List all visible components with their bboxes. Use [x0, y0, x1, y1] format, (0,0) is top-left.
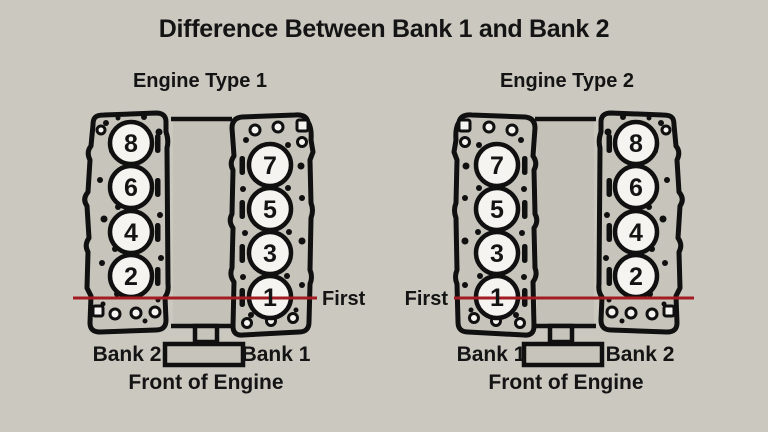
- engine1-label: Engine Type 1: [132, 70, 268, 92]
- cylinder-number: 1: [490, 284, 504, 312]
- front-of-engine-label: Front of Engine: [488, 371, 643, 394]
- cylinder-number: 3: [490, 240, 504, 268]
- cylinder-number: 7: [490, 152, 504, 180]
- bank-right-label: Bank 2: [606, 343, 675, 366]
- engine1-diagram: 8 6 4 2 7 5 3 1 First Bank 2 Bank 1 Fron…: [73, 88, 366, 394]
- cylinder-number: 7: [263, 152, 277, 180]
- cylinder-number: 6: [124, 174, 138, 202]
- bank-left-label: Bank 2: [93, 343, 162, 366]
- cylinder-number: 5: [263, 196, 277, 224]
- cylinder-number: 4: [124, 219, 138, 247]
- engine2-label: Engine Type 2: [499, 70, 635, 92]
- cylinder-number: 8: [124, 130, 138, 158]
- bank-right-label: Bank 1: [242, 343, 311, 366]
- cylinder-number: 3: [263, 240, 277, 268]
- cylinder-number: 2: [124, 263, 138, 291]
- cylinder-number: 4: [629, 219, 643, 247]
- page-title: Difference Between Bank 1 and Bank 2: [158, 15, 610, 43]
- cylinder-number: 6: [629, 174, 643, 202]
- cylinder-number: 1: [263, 284, 277, 312]
- first-label: First: [405, 288, 449, 310]
- cylinder-number: 2: [629, 263, 643, 291]
- front-of-engine-label: Front of Engine: [128, 371, 283, 394]
- cylinder-number: 8: [629, 130, 643, 158]
- cylinder-number: 5: [490, 196, 504, 224]
- engine2-diagram: 7 5 3 1 8 6 4 2 First Bank 1 Bank 2 Fron…: [405, 88, 694, 394]
- first-label: First: [322, 288, 366, 310]
- bank-left-label: Bank 1: [457, 343, 526, 366]
